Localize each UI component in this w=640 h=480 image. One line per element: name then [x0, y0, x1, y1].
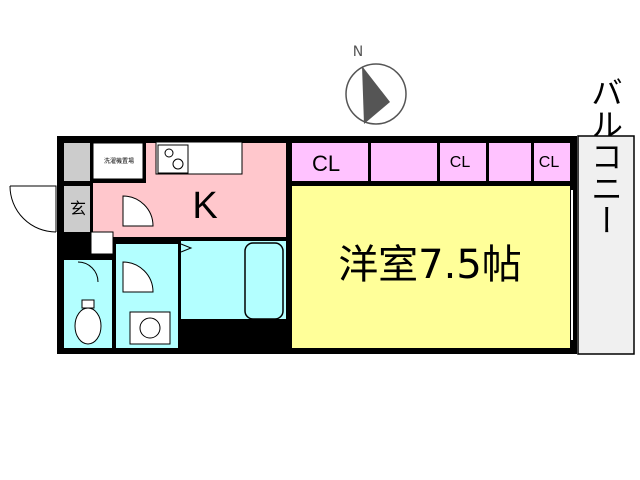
- stove-icon: [157, 144, 189, 174]
- western-room: [292, 186, 570, 348]
- bath-door-icon: [180, 243, 193, 253]
- compass-needle-icon: [362, 66, 390, 124]
- closet-label: CL: [450, 154, 471, 171]
- washroom-door-icon: [122, 261, 154, 293]
- balcony: [577, 135, 635, 355]
- closet-1: [292, 143, 368, 181]
- storage-area: [64, 143, 90, 181]
- laundry-label: 洗濯機置場: [104, 157, 134, 165]
- closet-2: [440, 143, 486, 181]
- entrance-area: [64, 186, 90, 232]
- balcony-label: バルコニー: [586, 76, 624, 236]
- basin-bowl-icon: [139, 317, 161, 339]
- compass: N: [345, 44, 407, 125]
- burner-icon: [164, 148, 174, 158]
- front-door-icon: [9, 185, 57, 233]
- burner-icon: [172, 158, 184, 170]
- toilet-door-icon: [77, 261, 99, 283]
- toilet-tank-icon: [81, 299, 95, 309]
- closet-label: CL: [312, 151, 340, 176]
- compass-north-label: N: [353, 44, 363, 60]
- kitchen-door-icon: [122, 195, 154, 227]
- western-room-label: 洋室7.5帖: [338, 242, 522, 288]
- washbasin-icon: [129, 311, 171, 345]
- closet-1b: [371, 143, 437, 181]
- kitchen-label: K: [192, 185, 217, 227]
- entrance-label: 玄: [70, 199, 86, 218]
- laundry-area: [92, 142, 144, 180]
- shoe-cabinet: [90, 231, 114, 255]
- closet-2b: [489, 143, 531, 181]
- closet-3: [534, 143, 570, 181]
- closet-label: CL: [539, 154, 560, 171]
- toilet-icon: [74, 307, 102, 345]
- bathtub-icon: [244, 242, 284, 320]
